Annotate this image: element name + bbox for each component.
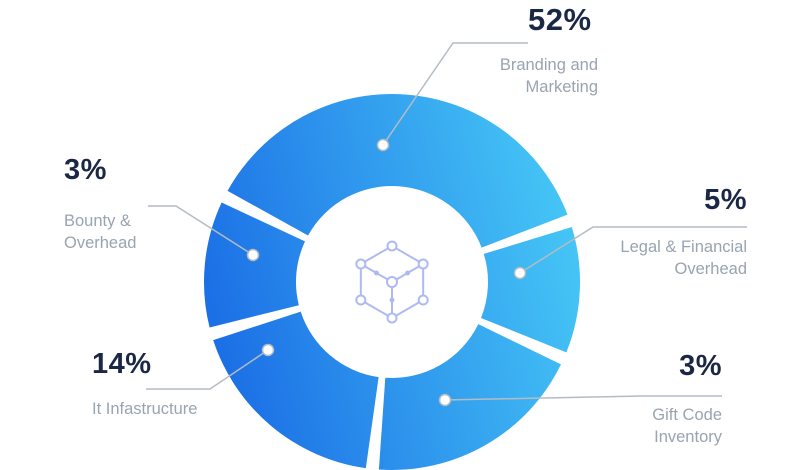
leader-dot-it <box>261 343 275 357</box>
callout-it-label: It Infastructure <box>92 400 198 418</box>
leader-dot-branding <box>376 138 390 152</box>
icon-vertex-node <box>386 240 398 252</box>
donut-segment-it <box>213 311 379 469</box>
callout-bounty-pct: 3% <box>64 154 107 186</box>
leader-line-gift <box>444 395 722 401</box>
icon-vertex-node <box>417 258 429 270</box>
donut-segment-branding <box>227 94 568 248</box>
icon-mid-node <box>373 270 379 276</box>
icon-vertex-node <box>355 258 367 270</box>
leader-line-branding <box>382 42 528 146</box>
icon-mid-node <box>389 297 395 303</box>
callout-it-pct: 14% <box>92 348 152 380</box>
callout-leader-lines <box>146 42 747 407</box>
icon-vertex-node <box>386 312 398 324</box>
donut-segment-gift <box>378 324 561 470</box>
network-cube-icon <box>355 240 429 324</box>
leader-dot-bounty <box>246 248 260 262</box>
callout-branding-label: Branding and Marketing <box>499 56 598 97</box>
icon-vertex-node <box>417 294 429 306</box>
leader-line-bounty <box>148 205 254 256</box>
icon-mid-node <box>405 270 411 276</box>
callout-gift-label: Gift Code Inventory <box>652 406 722 447</box>
icon-vertex-node <box>355 294 367 306</box>
callout-legal-label: Legal & Financial Overhead <box>620 238 747 279</box>
callout-gift-pct: 3% <box>679 350 722 382</box>
callout-bounty-label: Bounty & Overhead <box>64 212 137 253</box>
donut-segment-legal <box>481 227 581 353</box>
leader-dot-legal <box>513 266 527 280</box>
leader-line-legal <box>519 226 747 274</box>
callout-branding-pct: 52% <box>528 2 592 37</box>
donut-segment-bounty <box>203 202 305 328</box>
icon-center-node <box>386 276 398 288</box>
donut-segments <box>203 94 581 470</box>
leader-dot-gift <box>438 393 452 407</box>
callout-legal-pct: 5% <box>704 184 747 216</box>
leader-line-it <box>146 349 269 390</box>
